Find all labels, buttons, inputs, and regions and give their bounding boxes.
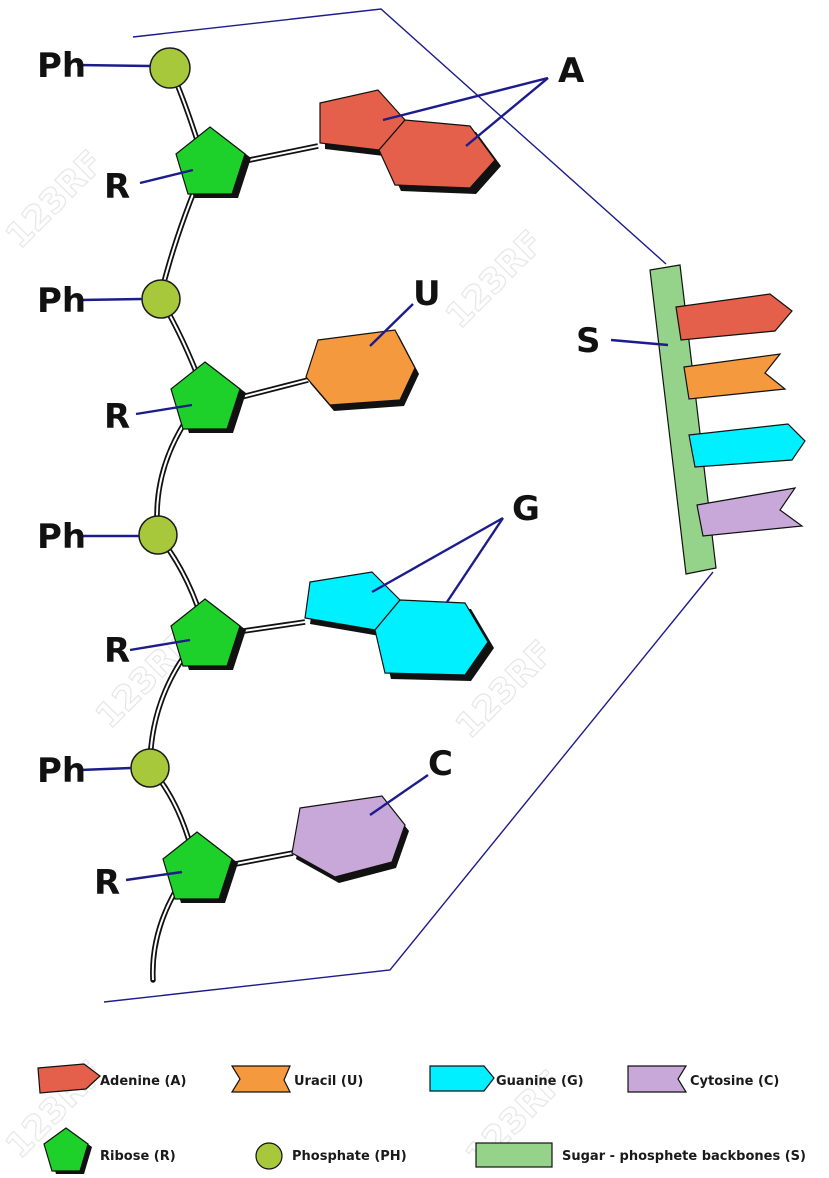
phosphate-circle xyxy=(141,279,181,319)
adenine-base xyxy=(319,89,501,194)
legend-label-uracil: Uracil (U) xyxy=(294,1074,363,1089)
phosphate-circle xyxy=(149,47,191,89)
structure-labels: Ph R Ph R Ph R Ph R A U G C S xyxy=(37,46,601,903)
legend-uracil: Uracil (U) xyxy=(230,1065,363,1093)
label-phosphate: Ph xyxy=(37,517,86,557)
ribose-pentagon xyxy=(170,598,246,670)
label-adenine: A xyxy=(558,51,585,91)
phosphate-circle xyxy=(138,515,178,555)
label-cytosine: C xyxy=(428,744,453,784)
legend-cytosine: Cytosine (C) xyxy=(627,1065,779,1093)
label-phosphate: Ph xyxy=(37,281,86,321)
uracil-base xyxy=(305,329,419,411)
zoom-outline-bottom xyxy=(103,571,714,1003)
legend-backbone: Sugar - phosphete backbones (S) xyxy=(475,1142,806,1168)
watermark: 123RF xyxy=(0,143,111,256)
label-phosphate: Ph xyxy=(37,751,86,791)
legend-label-phosphate: Phosphate (PH) xyxy=(292,1149,407,1164)
guanine-base xyxy=(304,571,494,681)
legend-label-guanine: Guanine (G) xyxy=(496,1074,584,1089)
label-ribose: R xyxy=(94,863,120,903)
phosphate-group xyxy=(130,47,191,788)
pointer-lines xyxy=(76,63,669,882)
legend-label-adenine: Adenine (A) xyxy=(100,1074,186,1089)
label-phosphate: Ph xyxy=(37,46,86,86)
legend-adenine: Adenine (A) xyxy=(37,1063,186,1094)
ribose-pentagon xyxy=(170,361,246,433)
legend-label-cytosine: Cytosine (C) xyxy=(690,1074,779,1089)
label-ribose: R xyxy=(104,631,130,671)
label-uracil: U xyxy=(413,274,441,314)
uracil-symbol xyxy=(683,353,787,400)
cytosine-symbol xyxy=(696,487,804,537)
phosphate-circle xyxy=(130,748,170,788)
label-backbone: S xyxy=(576,321,601,361)
cytosine-base xyxy=(291,795,409,883)
label-guanine: G xyxy=(512,489,540,529)
legend: Adenine (A) Uracil (U) Guanine (G) Cytos… xyxy=(37,1063,806,1174)
ribose-pentagon xyxy=(175,126,251,198)
label-ribose: R xyxy=(104,167,130,207)
label-ribose: R xyxy=(104,397,130,437)
legend-label-backbone: Sugar - phosphete backbones (S) xyxy=(562,1149,806,1164)
guanine-symbol xyxy=(688,423,806,468)
zoom-outline-top xyxy=(132,8,667,265)
glycosidic-bonds xyxy=(224,143,319,869)
watermark: 123RF xyxy=(438,223,551,336)
ribose-pentagon xyxy=(162,831,238,903)
legend-phosphate: Phosphate (PH) xyxy=(255,1142,407,1170)
backbone-detail xyxy=(649,264,806,575)
ribose-group xyxy=(162,126,251,903)
adenine-symbol xyxy=(675,293,793,341)
backbone-bar xyxy=(649,264,717,575)
legend-label-ribose: Ribose (R) xyxy=(100,1149,176,1164)
legend-guanine: Guanine (G) xyxy=(429,1065,584,1092)
legend-ribose: Ribose (R) xyxy=(43,1127,176,1174)
